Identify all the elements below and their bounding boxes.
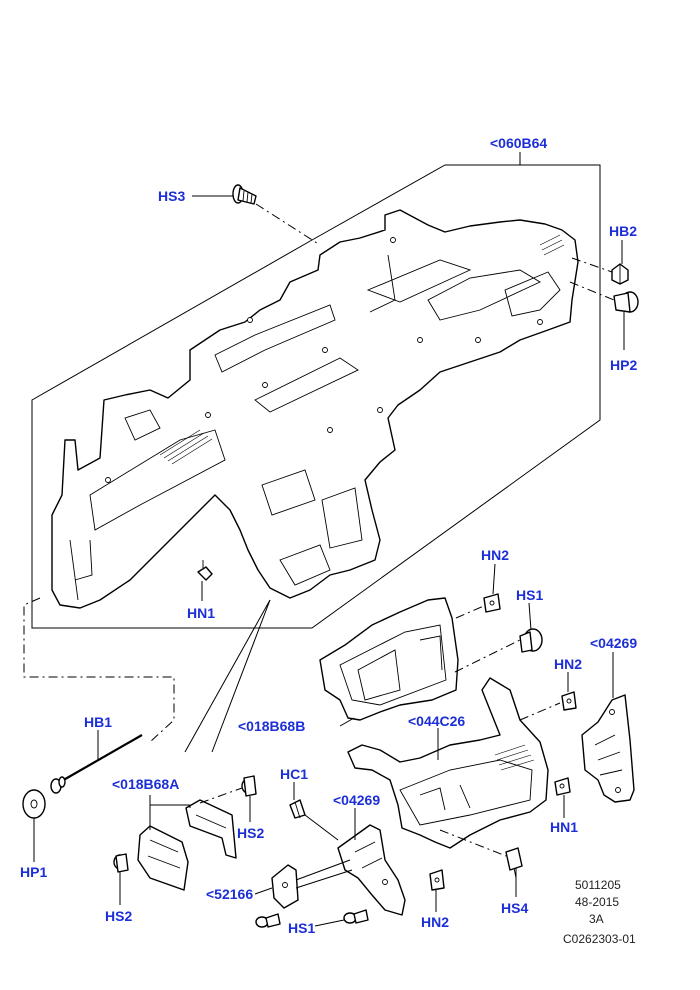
bolt-hb1 <box>50 734 143 794</box>
label-hb2: HB2 <box>609 223 637 239</box>
nut-hn2-b <box>561 691 577 711</box>
nut-hn1-bottom <box>554 777 571 796</box>
reference-line-4: C0262303-01 <box>563 932 636 946</box>
bracket-52166 <box>271 864 299 909</box>
nut-hn2-c <box>429 869 445 891</box>
label-hs1-b: HS1 <box>288 920 315 936</box>
label-hp1: HP1 <box>20 864 47 880</box>
label-52166: <52166 <box>206 886 253 902</box>
bracket-04269-b <box>337 824 406 916</box>
bolt-hs3 <box>232 184 257 205</box>
screw-hs1-b <box>255 909 369 928</box>
label-hs4: HS4 <box>501 900 528 916</box>
label-hn2-a: HN2 <box>481 547 509 563</box>
dashdot-hb1 <box>23 597 175 743</box>
bracket-018b68a <box>137 799 237 891</box>
clip-hc1 <box>289 799 306 819</box>
label-hs3: HS3 <box>158 188 185 204</box>
reference-line-2: 48-2015 <box>575 895 619 909</box>
label-044c26: <044C26 <box>408 713 465 729</box>
label-hs1-a: HS1 <box>516 587 543 603</box>
bracket-044c26 <box>347 677 549 849</box>
screw-hs2-a <box>241 775 257 797</box>
bolt-hs4 <box>505 847 523 879</box>
plug-hp2 <box>613 291 639 313</box>
nut-hn2-a <box>483 593 501 613</box>
label-hb1: HB1 <box>84 714 112 730</box>
screw-hs1-a <box>519 628 543 653</box>
washer-hp1 <box>22 789 46 819</box>
label-04269-a: <04269 <box>590 635 637 651</box>
label-hn2-b: HN2 <box>554 656 582 672</box>
label-hc1: HC1 <box>280 766 308 782</box>
bolt-hb2 <box>611 263 629 285</box>
reference-line-3: 3A <box>589 912 604 926</box>
label-018b68a: <018B68A <box>112 776 179 792</box>
label-hs2-b: HS2 <box>105 908 132 924</box>
cross-car-beam <box>51 209 579 609</box>
reference-line-1: 5011205 <box>575 878 621 892</box>
nut-hn1-top <box>197 560 213 581</box>
label-hn2-c: HN2 <box>421 914 449 930</box>
assembly-boundary <box>31 164 601 629</box>
bracket-018b68b <box>319 597 459 721</box>
screw-hs2-b <box>113 853 129 873</box>
label-04269-b: <04269 <box>333 792 380 808</box>
bracket-04269-a <box>581 694 635 803</box>
label-hs2-a: HS2 <box>237 825 264 841</box>
label-018b68b: <018B68B <box>238 718 305 734</box>
label-hn1-bottom: HN1 <box>550 819 578 835</box>
label-hp2: HP2 <box>610 357 637 373</box>
label-hn1-top: HN1 <box>187 605 215 621</box>
label-060b64: <060B64 <box>490 135 547 151</box>
